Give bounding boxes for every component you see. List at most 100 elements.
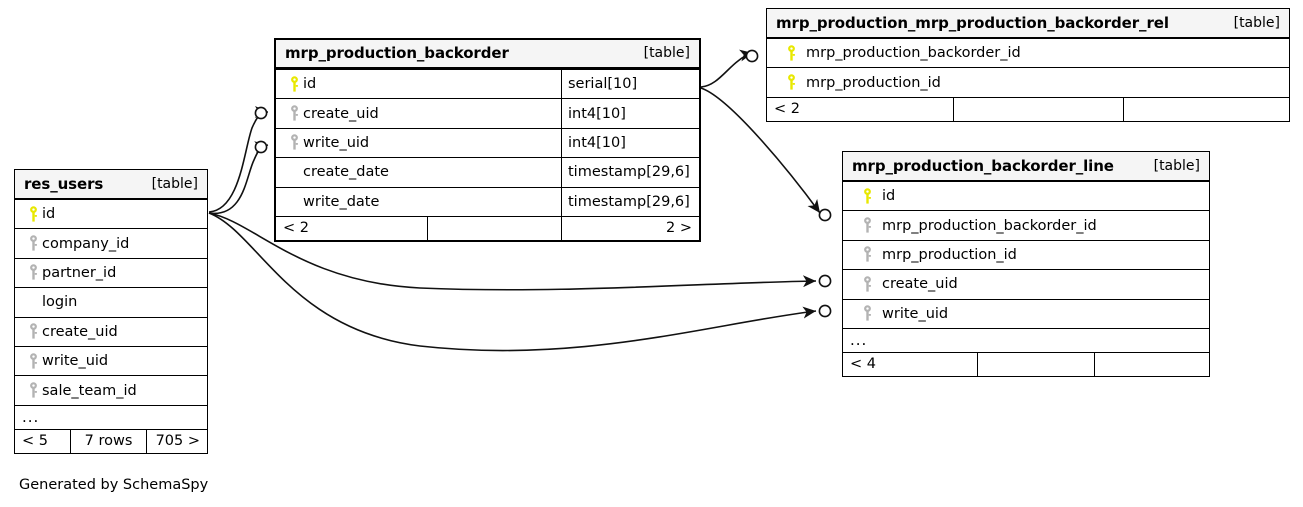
- table-row[interactable]: mrp_production_id: [767, 67, 1289, 96]
- foreign-key-icon: [24, 235, 42, 252]
- column-name: id: [882, 188, 896, 205]
- column-name: create_uid: [882, 276, 958, 293]
- foreign-key-icon: [285, 105, 303, 122]
- table-mrp-production-mrp-production-backorder-rel[interactable]: mrp_production_mrp_production_backorder_…: [766, 8, 1290, 122]
- column-name: write_uid: [42, 353, 109, 370]
- table-title: mrp_production_mrp_production_backorder_…: [776, 13, 1169, 32]
- footer-row-count: [977, 352, 1094, 376]
- column-name: write_uid: [882, 305, 949, 322]
- column-name: create_uid: [42, 323, 118, 340]
- column-name: create_uid: [303, 105, 379, 122]
- table-type-tag: [table]: [643, 45, 690, 61]
- column-name: mrp_production_id: [882, 246, 1017, 263]
- primary-key-icon: [24, 205, 42, 223]
- column-name: partner_id: [42, 264, 117, 281]
- table-title: mrp_production_backorder: [285, 44, 509, 62]
- table-row[interactable]: create_uid: [843, 269, 1209, 298]
- table-row[interactable]: create_uid int4[10]: [276, 98, 699, 128]
- primary-key-icon: [776, 44, 806, 62]
- foreign-key-icon: [24, 352, 42, 370]
- column-name: mrp_production_backorder_id: [882, 217, 1097, 234]
- column-name: create_date: [303, 164, 389, 181]
- foreign-key-icon: [852, 217, 882, 234]
- table-row[interactable]: write_uid: [15, 345, 207, 375]
- table-header: mrp_production_backorder_line [table]: [843, 152, 1209, 181]
- column-name: company_id: [42, 235, 130, 252]
- footer-incoming-count[interactable]: < 4: [850, 356, 876, 373]
- more-columns-indicator: ...: [15, 404, 207, 429]
- footer-incoming-count[interactable]: < 2: [283, 220, 309, 237]
- footer-outgoing-count[interactable]: [1123, 97, 1289, 121]
- foreign-key-icon: [24, 382, 42, 399]
- table-row[interactable]: id: [843, 181, 1209, 210]
- cardinality-circle: [818, 274, 832, 288]
- column-name: sale_team_id: [42, 382, 137, 399]
- column-name: login: [42, 294, 78, 311]
- foreign-key-icon: [285, 134, 303, 151]
- table-mrp-production-backorder-line[interactable]: mrp_production_backorder_line [table] id…: [842, 151, 1210, 377]
- table-row[interactable]: id: [15, 199, 207, 228]
- footer-row-count: [953, 97, 1123, 121]
- primary-key-icon: [285, 75, 303, 93]
- footer-outgoing-count[interactable]: 2 >: [561, 216, 699, 240]
- table-title: mrp_production_backorder_line: [852, 156, 1114, 175]
- table-row[interactable]: write_date timestamp[29,6]: [276, 186, 699, 216]
- column-name: id: [42, 206, 56, 223]
- cardinality-circle: [818, 304, 832, 318]
- column-type: serial[10]: [561, 70, 699, 99]
- column-name: write_uid: [303, 134, 370, 151]
- table-header: mrp_production_backorder [table]: [276, 40, 699, 69]
- table-row[interactable]: login: [15, 287, 207, 316]
- generated-by-note: Generated by SchemaSpy: [19, 477, 209, 493]
- footer-outgoing-count[interactable]: [1094, 352, 1209, 376]
- table-footer: < 2 2 >: [276, 215, 699, 240]
- table-row[interactable]: create_date timestamp[29,6]: [276, 157, 699, 187]
- table-type-tag: [table]: [1153, 157, 1200, 174]
- column-type: timestamp[29,6]: [561, 158, 699, 187]
- table-row[interactable]: company_id: [15, 228, 207, 257]
- column-type: int4[10]: [561, 99, 699, 128]
- table-footer: < 2: [767, 96, 1289, 121]
- column-type: timestamp[29,6]: [561, 187, 699, 216]
- cardinality-circle: [254, 140, 268, 154]
- foreign-key-icon: [852, 246, 882, 263]
- primary-key-icon: [776, 74, 806, 91]
- edge-res-users-to-backorder-write-uid: [208, 141, 269, 214]
- table-header: res_users [table]: [15, 170, 207, 199]
- column-type: int4[10]: [561, 128, 699, 158]
- footer-outgoing-count[interactable]: 705 >: [146, 429, 207, 453]
- primary-key-icon: [852, 187, 882, 205]
- table-row[interactable]: mrp_production_id: [843, 239, 1209, 269]
- table-row[interactable]: sale_team_id: [15, 375, 207, 404]
- table-res-users[interactable]: res_users [table] id company_id: [14, 169, 208, 454]
- more-columns-indicator: ...: [843, 327, 1209, 352]
- table-row[interactable]: id serial[10]: [276, 69, 699, 99]
- edge-res-users-to-backorder-create-uid: [208, 106, 269, 213]
- column-name: mrp_production_backorder_id: [806, 45, 1021, 62]
- foreign-key-icon: [24, 323, 42, 340]
- column-name: id: [303, 76, 317, 93]
- cardinality-circle: [745, 49, 759, 63]
- table-header: mrp_production_mrp_production_backorder_…: [767, 9, 1289, 38]
- foreign-key-icon: [852, 305, 882, 322]
- table-title: res_users: [24, 174, 104, 193]
- table-row[interactable]: mrp_production_backorder_id: [767, 38, 1289, 67]
- table-row[interactable]: mrp_production_backorder_id: [843, 210, 1209, 239]
- footer-incoming-count[interactable]: < 5: [22, 433, 48, 450]
- footer-incoming-count[interactable]: < 2: [774, 101, 800, 118]
- edge-backorder-to-rel-backorder-id: [700, 49, 754, 88]
- table-footer: < 4: [843, 351, 1209, 376]
- footer-row-count: [427, 216, 561, 240]
- table-row[interactable]: write_uid: [843, 298, 1209, 328]
- table-row[interactable]: partner_id: [15, 257, 207, 287]
- table-type-tag: [table]: [1233, 14, 1280, 31]
- column-name: mrp_production_id: [806, 74, 941, 91]
- foreign-key-icon: [24, 264, 42, 281]
- foreign-key-icon: [852, 276, 882, 293]
- table-type-tag: [table]: [151, 175, 198, 192]
- table-mrp-production-backorder[interactable]: mrp_production_backorder [table] id seri…: [274, 38, 701, 242]
- cardinality-circle: [254, 106, 268, 120]
- table-row[interactable]: create_uid: [15, 316, 207, 346]
- table-row[interactable]: write_uid int4[10]: [276, 127, 699, 158]
